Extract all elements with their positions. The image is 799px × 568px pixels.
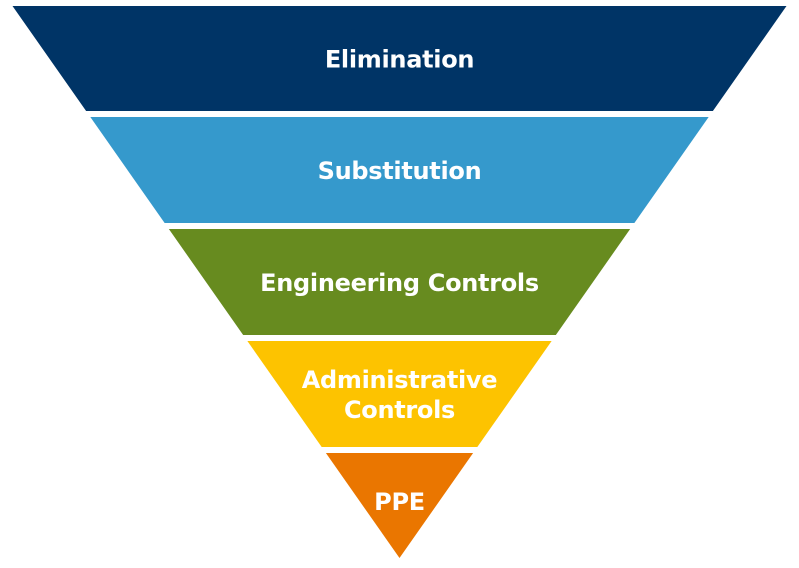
level-band [325,453,474,558]
level-label: Elimination [325,46,474,74]
level-label: Substitution [318,157,482,185]
level-band [90,117,709,223]
level-band [168,229,631,335]
level-band [12,6,787,111]
level-label: Controls [344,396,455,424]
level-ppe: PPE [325,453,474,558]
level-substitution: Substitution [90,117,709,223]
level-engineering controls: Engineering Controls [168,229,631,335]
level-label: Engineering Controls [260,269,539,297]
level-label: PPE [374,488,425,516]
level-elimination: Elimination [12,6,787,111]
level-band [247,341,552,447]
level-label: Administrative [302,366,498,394]
